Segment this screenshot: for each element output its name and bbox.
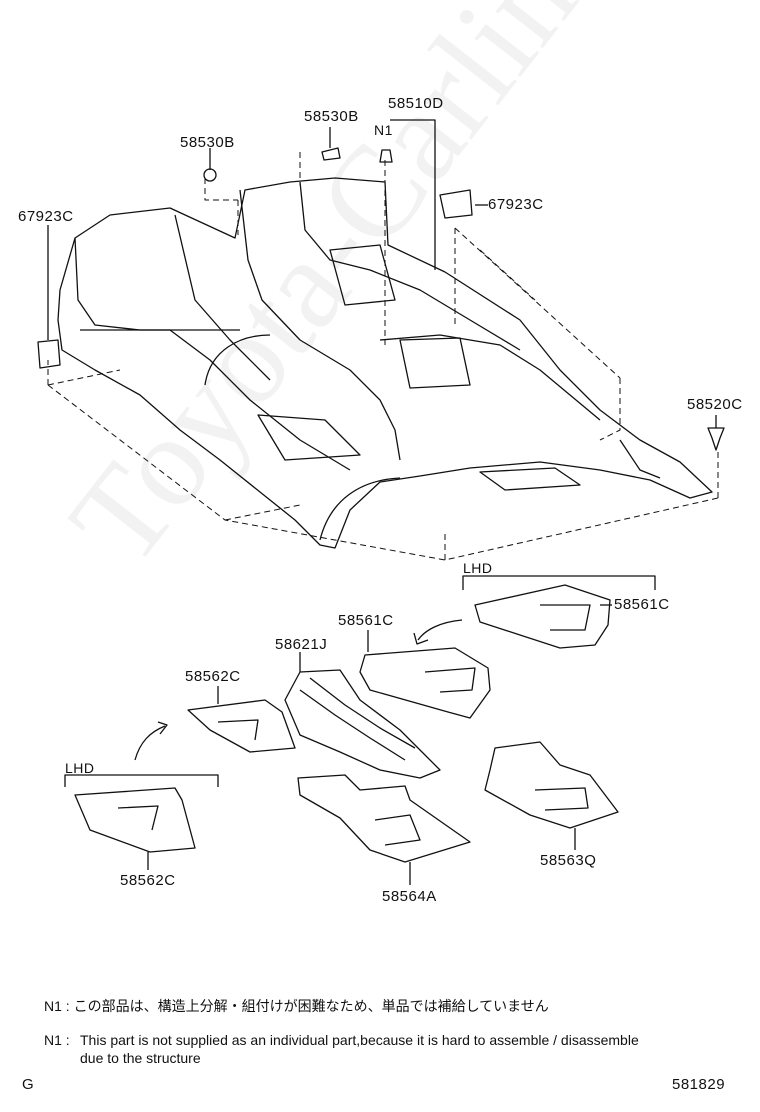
arrow-right-to-left-head <box>413 632 429 645</box>
lhd-bracket-top <box>462 575 656 590</box>
footer-section-letter: G <box>22 1076 35 1093</box>
floor-carpet-outline <box>57 177 713 549</box>
mat-58564A-detail <box>374 814 421 846</box>
pad-58621J-detail <box>299 689 406 761</box>
floor-carpet-inner-left <box>174 214 271 381</box>
label-58561C-right: 58561C <box>614 596 670 613</box>
mat-58561C-right <box>474 584 611 649</box>
clip-67923C-right <box>439 189 473 219</box>
floor-carpet-tunnel-right <box>299 181 521 351</box>
mat-58562C-top-detail <box>217 719 259 741</box>
arrow-left-to-top <box>134 725 166 761</box>
label-58562C-bottom: 58562C <box>120 872 176 889</box>
floor-carpet-seat-recess-2 <box>479 467 581 491</box>
mat-58563Q-detail <box>534 787 589 811</box>
floor-carpet-arch <box>319 477 401 541</box>
mat-58563Q <box>484 741 619 829</box>
note-english-label: N1 : <box>44 1032 70 1048</box>
label-58530B-top: 58530B <box>304 108 359 125</box>
label-58561C: 58561C <box>338 612 394 629</box>
floor-carpet-rib-1 <box>329 244 396 306</box>
leader-58510D <box>418 119 436 270</box>
footer-figure-number: 581829 <box>672 1076 726 1093</box>
label-lhd-bottom: LHD <box>65 760 95 776</box>
clip-58530B-left <box>203 168 217 182</box>
label-58564A: 58564A <box>382 888 437 905</box>
mat-58561C-right-detail <box>540 604 591 631</box>
label-67923C-right: 67923C <box>488 196 544 213</box>
mat-58561C-detail <box>424 667 476 693</box>
clip-58530B-top <box>321 147 341 161</box>
lhd-bracket-bottom <box>64 774 219 787</box>
mat-58562C-top <box>187 699 296 753</box>
floor-carpet-tunnel <box>239 189 401 461</box>
label-58621J: 58621J <box>275 636 328 653</box>
clip-58520C <box>707 427 725 451</box>
floor-carpet-arch-2 <box>204 334 271 386</box>
mat-58564A <box>297 774 471 863</box>
floor-carpet-left-wall <box>74 237 240 331</box>
label-58510D: 58510D <box>388 95 444 112</box>
label-67923C-left: 67923C <box>18 208 74 225</box>
assembly-frame-dashed <box>47 152 719 561</box>
label-58562C-top: 58562C <box>185 668 241 685</box>
label-58530B-left: 58530B <box>180 134 235 151</box>
mat-58562C-bottom <box>74 787 196 853</box>
floor-carpet-rib-2 <box>399 337 471 389</box>
mat-58561C <box>359 647 491 719</box>
label-58563Q: 58563Q <box>540 852 597 869</box>
floor-carpet-right-edge <box>619 439 661 479</box>
pad-58621J <box>284 669 441 779</box>
arrow-right-to-left <box>417 619 463 641</box>
clip-67923C-left <box>37 339 61 369</box>
label-58520C: 58520C <box>687 396 743 413</box>
note-japanese: N1 : この部品は、構造上分解・組付けが困難なため、単品では補給していません <box>44 998 549 1014</box>
arrow-left-to-top-head <box>157 721 168 735</box>
floor-carpet-seat-recess-1 <box>257 414 361 461</box>
floor-carpet-front-pan <box>80 329 351 471</box>
note-english-line1: This part is not supplied as an individu… <box>80 1032 639 1048</box>
label-lhd-top: LHD <box>463 560 493 576</box>
clip-N1 <box>379 149 393 163</box>
pad-58621J-detail-2 <box>309 677 416 749</box>
floor-carpet-rear-pan <box>379 334 601 421</box>
mat-58562C-bottom-detail <box>117 805 159 831</box>
note-english-line2: due to the structure <box>80 1050 201 1066</box>
label-N1: N1 <box>374 122 393 138</box>
